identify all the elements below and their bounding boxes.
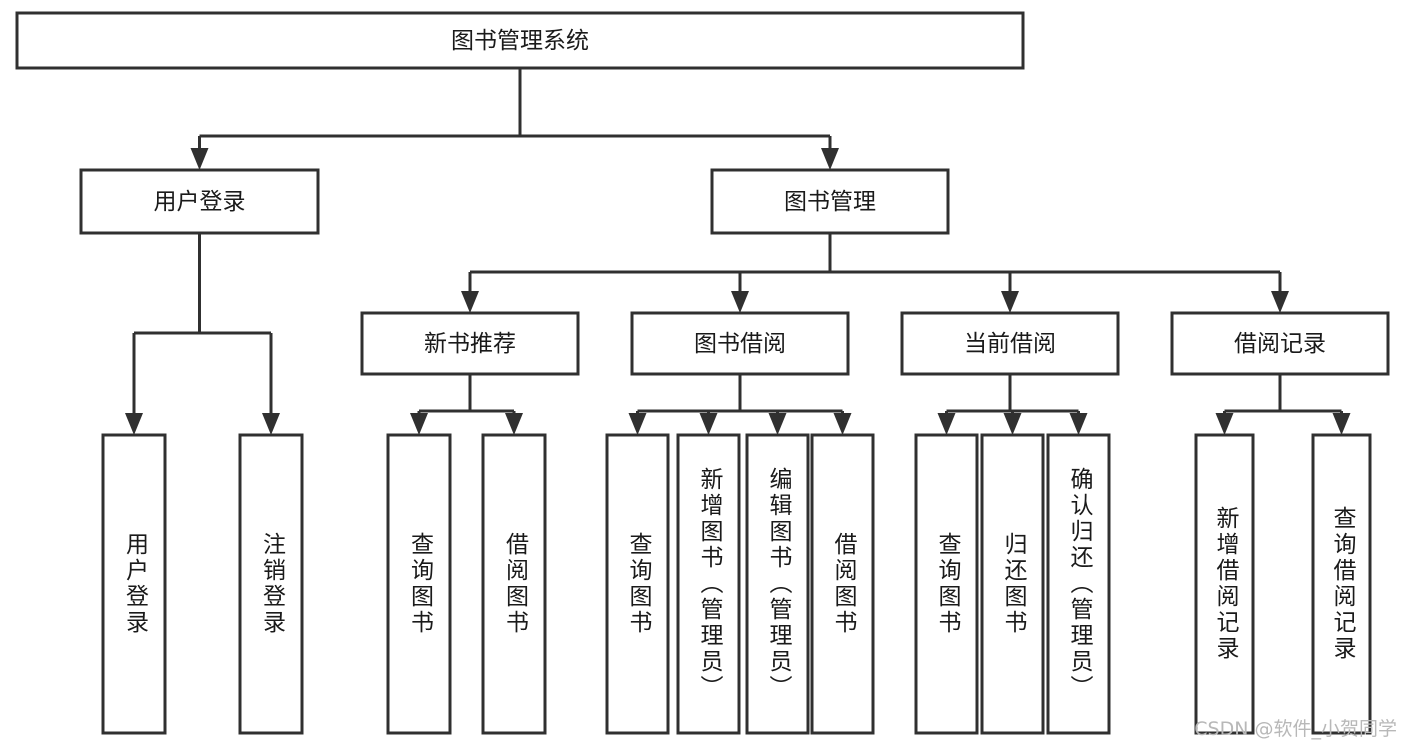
leaf-node-9[interactable] [980, 433, 1045, 735]
leaf-node-10[interactable] [1046, 433, 1111, 735]
leaf-node-3-rect [481, 433, 547, 735]
level2-node-1[interactable]: 图书管理 [710, 168, 950, 235]
arrow-down-icon [410, 413, 428, 435]
arrow-down-icon [1003, 413, 1022, 435]
arrow-down-icon [768, 413, 787, 435]
level3-node-3-label: 借阅记录 [1234, 331, 1326, 357]
arrow-down-icon [1001, 291, 1019, 313]
level3-node-0[interactable]: 新书推荐 [360, 311, 580, 376]
arrow-down-icon [190, 148, 209, 170]
connector-lines [125, 68, 1351, 435]
leaf-node-12[interactable] [1311, 433, 1372, 735]
level2-node-0-label: 用户登录 [154, 189, 246, 215]
level2-node-0-rect [79, 168, 320, 235]
arrow-down-icon [1069, 413, 1088, 435]
level3-node-2[interactable]: 当前借阅 [900, 311, 1120, 376]
arrow-down-icon [699, 413, 718, 435]
leaf-node-12-rect [1311, 433, 1372, 735]
arrow-down-icon [628, 413, 647, 435]
leaf-node-3[interactable] [481, 433, 547, 735]
arrow-down-icon [1332, 413, 1351, 435]
arrow-down-icon [821, 148, 839, 170]
level3-node-1-rect [630, 311, 850, 376]
arrow-down-icon [262, 413, 280, 435]
arrow-down-icon [461, 291, 479, 313]
root-node-book-management-system-rect [15, 11, 1025, 70]
leaf-node-8-rect [914, 433, 979, 735]
leaf-node-5[interactable] [676, 433, 741, 735]
leaf-node-6[interactable] [745, 433, 810, 735]
level2-node-1-label: 图书管理 [784, 189, 876, 215]
level3-node-0-rect [360, 311, 580, 376]
level3-node-3-rect [1170, 311, 1390, 376]
root-node-book-management-system-label: 图书管理系统 [451, 28, 589, 54]
level3-node-2-rect [900, 311, 1120, 376]
leaf-node-7[interactable] [810, 433, 875, 735]
leaf-node-9-rect [980, 433, 1045, 735]
leaf-node-0[interactable] [101, 433, 167, 735]
leaf-node-4-rect [605, 433, 670, 735]
arrow-down-icon [937, 413, 956, 435]
leaf-node-6-rect [745, 433, 810, 735]
arrow-down-icon [505, 413, 523, 435]
leaf-node-5-rect [676, 433, 741, 735]
root-node-book-management-system[interactable]: 图书管理系统 [15, 11, 1025, 70]
arrow-down-icon [1271, 291, 1289, 313]
leaf-node-4[interactable] [605, 433, 670, 735]
level2-node-0[interactable]: 用户登录 [79, 168, 320, 235]
leaf-node-0-rect [101, 433, 167, 735]
watermark-text: CSDN @软件_小贺同学 [1194, 718, 1397, 740]
leaf-node-2-rect [386, 433, 452, 735]
level2-node-1-rect [710, 168, 950, 235]
leaf-node-1[interactable] [238, 433, 304, 735]
leaf-node-8[interactable] [914, 433, 979, 735]
arrow-down-icon [731, 291, 749, 313]
leaf-node-11[interactable] [1194, 433, 1255, 735]
leaf-node-1-rect [238, 433, 304, 735]
level3-node-3[interactable]: 借阅记录 [1170, 311, 1390, 376]
leaf-node-11-rect [1194, 433, 1255, 735]
level3-node-1[interactable]: 图书借阅 [630, 311, 850, 376]
leaf-node-2[interactable] [386, 433, 452, 735]
arrow-down-icon [125, 413, 143, 435]
leaf-node-10-rect [1046, 433, 1111, 735]
arrow-down-icon [833, 413, 852, 435]
leaf-node-7-rect [810, 433, 875, 735]
level3-node-2-label: 当前借阅 [964, 331, 1056, 357]
arrow-down-icon [1215, 413, 1234, 435]
level3-node-0-label: 新书推荐 [424, 331, 516, 357]
level3-node-1-label: 图书借阅 [694, 331, 786, 357]
